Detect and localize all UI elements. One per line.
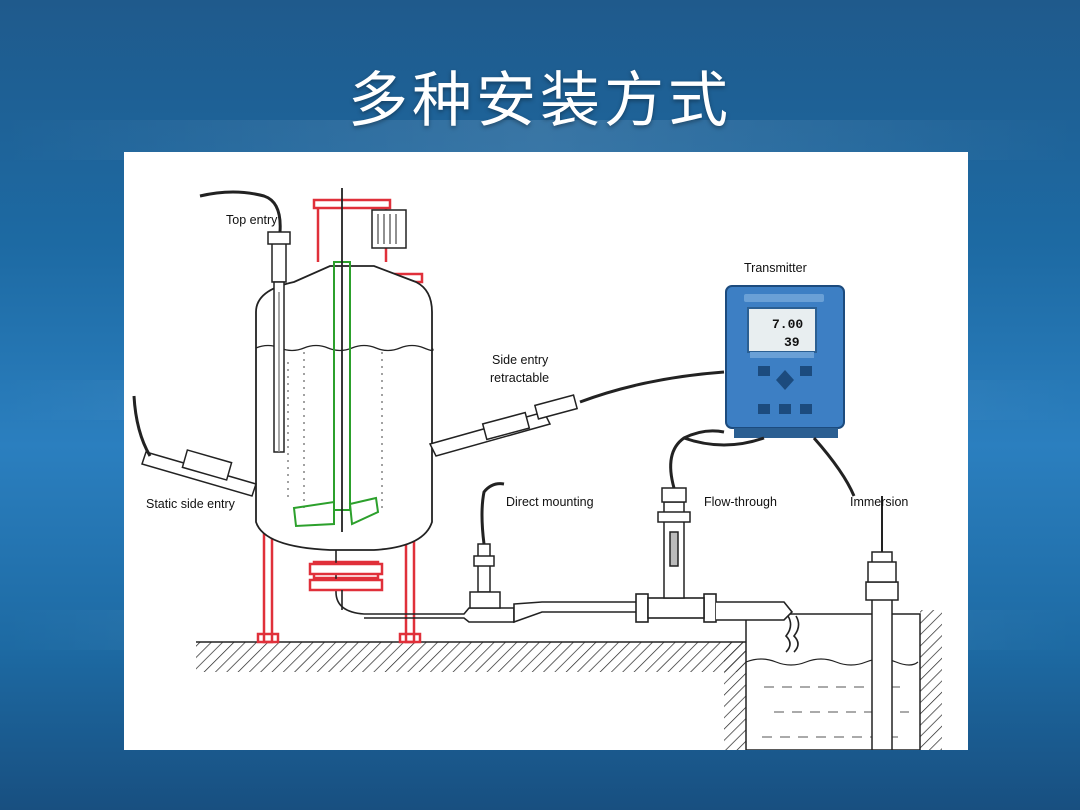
agitator-shaft bbox=[292, 188, 380, 532]
agitator-motor bbox=[371, 209, 407, 249]
label-static-side-entry: Static side entry bbox=[146, 497, 236, 511]
transmitter-keypad bbox=[758, 366, 812, 414]
transmitter-unit bbox=[683, 285, 856, 497]
side-entry-retractable-sensor bbox=[428, 370, 725, 457]
ground-floor bbox=[196, 610, 942, 750]
label-direct-mounting: Direct mounting bbox=[506, 495, 594, 509]
transmitter-reading-secondary: 39 bbox=[784, 335, 800, 350]
label-flow-through: Flow-through bbox=[704, 495, 777, 509]
label-side-entry-line2: retractable bbox=[490, 371, 549, 385]
flow-through-sensor bbox=[657, 429, 725, 599]
open-basin bbox=[745, 613, 921, 750]
transmitter-reading-primary: 7.00 bbox=[772, 317, 803, 332]
slide-title: 多种安装方式 bbox=[348, 66, 732, 136]
transmitter-display bbox=[747, 307, 817, 353]
process-pipeline bbox=[513, 593, 800, 653]
label-immersion: Immersion bbox=[850, 495, 908, 509]
static-side-entry-sensor bbox=[132, 395, 257, 497]
process-tank bbox=[255, 265, 515, 623]
label-top-entry: Top entry bbox=[226, 213, 278, 227]
label-transmitter: Transmitter bbox=[744, 261, 807, 275]
top-entry-sensor bbox=[199, 190, 291, 453]
immersion-sensor bbox=[865, 496, 899, 750]
installation-diagram: Top entry Transmitter Side entry retract… bbox=[124, 152, 968, 750]
label-side-entry-line1: Side entry bbox=[492, 353, 549, 367]
direct-mounting-sensor bbox=[469, 482, 505, 609]
